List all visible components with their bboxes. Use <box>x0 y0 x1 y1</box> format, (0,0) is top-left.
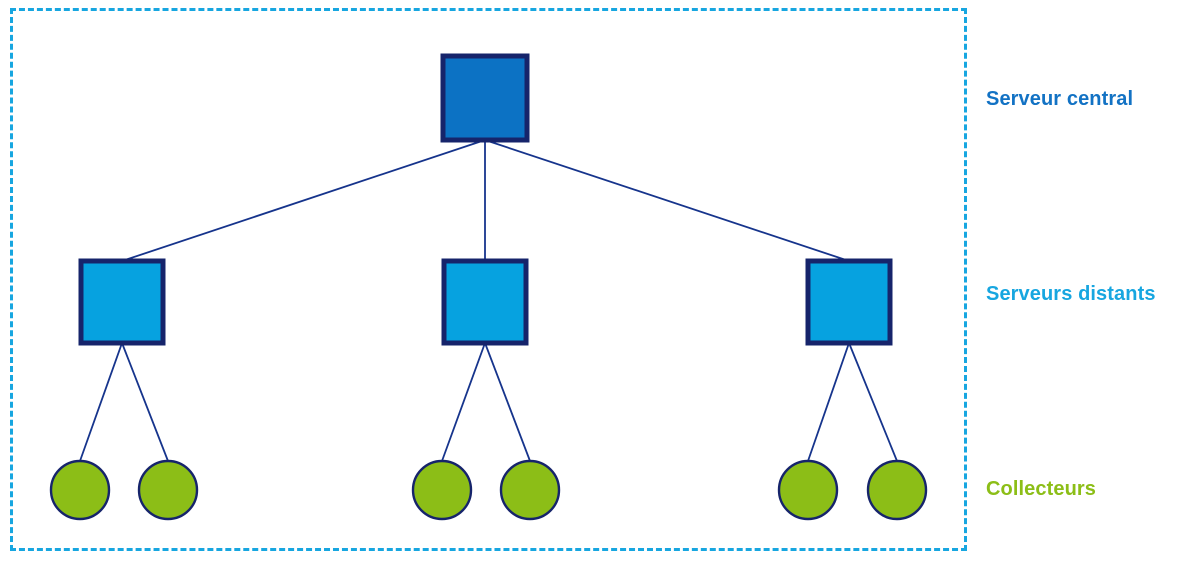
node-remote-server-3[interactable] <box>805 258 893 346</box>
edge-remote-1-to-collector-1 <box>79 342 123 462</box>
node-collector-4[interactable] <box>499 459 561 521</box>
node-collector-5[interactable] <box>777 459 839 521</box>
tier-label-collectors: Collecteurs <box>986 478 1097 500</box>
edge-remote-3-to-collector-6 <box>848 342 898 462</box>
tier-label-remote-servers: Serveurs distants <box>986 283 1156 305</box>
node-remote-server-2[interactable] <box>441 258 529 346</box>
edge-central-to-remote-3 <box>484 139 850 262</box>
edge-central-to-remote-1 <box>121 139 486 262</box>
diagram-boundary <box>10 8 967 551</box>
tier-label-central-server: Serveur central <box>986 88 1134 110</box>
node-collector-1[interactable] <box>49 459 111 521</box>
node-collector-2[interactable] <box>137 459 199 521</box>
node-collector-3[interactable] <box>411 459 473 521</box>
edge-remote-3-to-collector-5 <box>807 342 850 462</box>
node-remote-server-1[interactable] <box>78 258 166 346</box>
edge-remote-2-to-collector-3 <box>441 342 486 462</box>
node-group-central <box>440 53 530 143</box>
edge-remote-1-to-collector-2 <box>121 342 169 462</box>
edge-group-remote-to-collectors <box>79 342 898 462</box>
node-central-server[interactable] <box>440 53 530 143</box>
node-group-remote <box>78 258 893 346</box>
edge-remote-2-to-collector-4 <box>484 342 531 462</box>
node-group-collectors <box>49 459 928 521</box>
node-collector-6[interactable] <box>866 459 928 521</box>
edge-group-central-to-remote <box>121 139 850 262</box>
